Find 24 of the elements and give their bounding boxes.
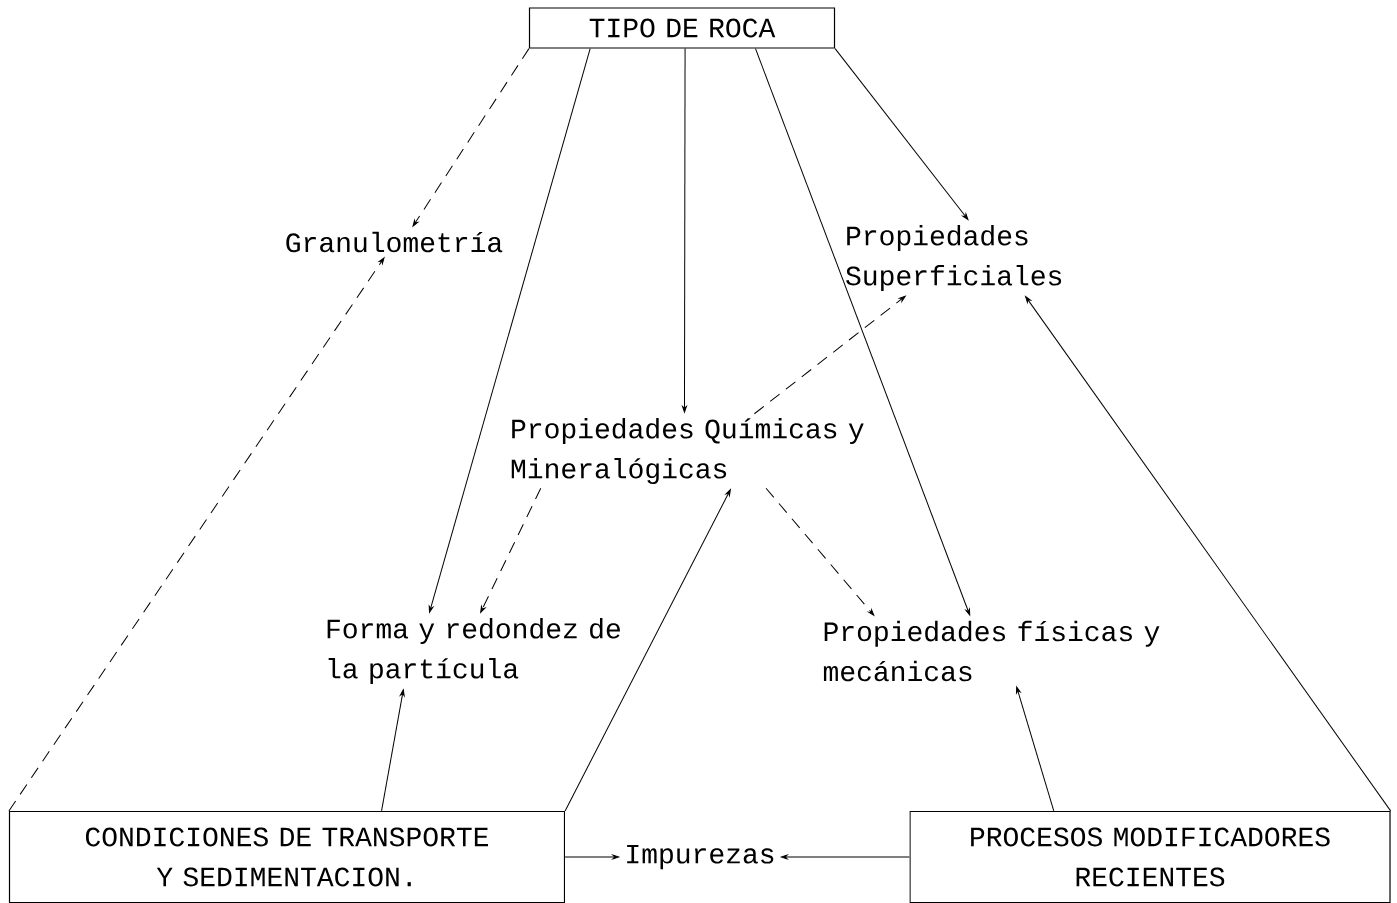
dashed-arrow xyxy=(412,48,530,227)
arrow xyxy=(834,48,969,220)
arrow xyxy=(1025,296,1392,812)
dashed-arrow xyxy=(753,295,906,415)
node-label: Granulometría xyxy=(286,231,503,253)
arrow xyxy=(381,689,405,812)
dashed-arrow xyxy=(8,257,385,812)
process-box: CONDICIONES DE TRANSPORTE Y SEDIMENTACION. xyxy=(8,810,566,903)
arrow xyxy=(682,48,687,413)
node-label: Propiedades físicas y mecánicas xyxy=(823,620,1160,682)
process-box: PROCESOS MODIFICADORES RECIENTES xyxy=(909,810,1391,903)
arrow xyxy=(780,854,910,860)
dashed-arrow xyxy=(480,487,542,613)
node-label: Propiedades Químicas y Mineralógicas xyxy=(511,417,864,485)
node-label: Forma y redondez de la partícula xyxy=(327,617,620,685)
arrow xyxy=(428,48,591,613)
arrow xyxy=(564,854,620,860)
node-label: Propiedades Superficiales xyxy=(846,224,1062,292)
process-box: TIPO DE ROCA xyxy=(528,7,836,49)
arrow xyxy=(564,489,731,812)
dashed-arrow xyxy=(765,487,875,616)
node-label: Impurezas xyxy=(627,844,774,870)
arrow xyxy=(1015,686,1055,812)
arrow xyxy=(755,48,971,616)
